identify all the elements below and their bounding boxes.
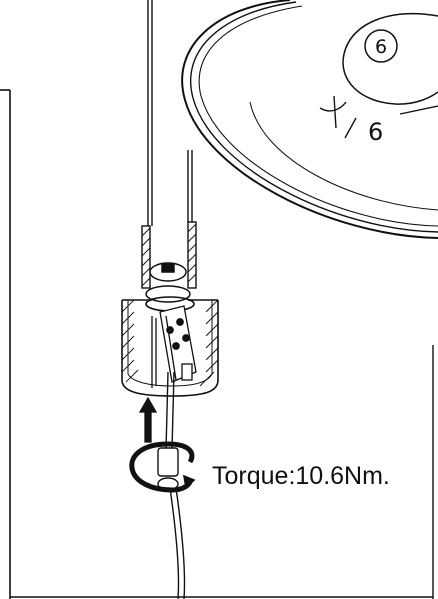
screwdriver xyxy=(157,371,186,599)
suspension-wires xyxy=(147,0,193,226)
callout-number: 6 xyxy=(375,36,387,58)
rotation-arrow-icon xyxy=(129,441,196,493)
socket-hatching xyxy=(121,299,219,387)
upper-tube xyxy=(141,221,197,289)
upward-arrow-icon xyxy=(138,396,158,443)
detail-inset xyxy=(342,12,438,105)
slotted-nut xyxy=(145,262,191,303)
terminal-block xyxy=(151,305,197,388)
inset-fragment: 6 xyxy=(368,118,383,146)
callout-circle xyxy=(364,29,398,63)
inset-marks xyxy=(319,95,438,139)
lampshade xyxy=(181,0,438,239)
torque-label: Torque:10.6Nm. xyxy=(212,462,390,490)
